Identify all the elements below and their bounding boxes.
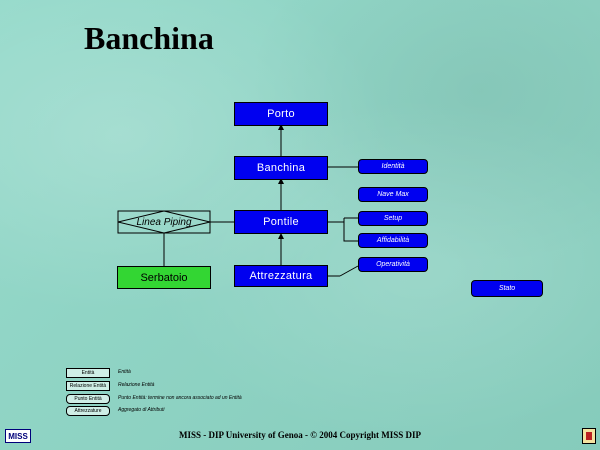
- legend-desc-punto: Punto Entità: termine non ancora associa…: [118, 395, 242, 401]
- page-title: Banchina: [84, 20, 214, 56]
- university-crest-icon: [582, 428, 596, 444]
- attribute-affidabilita: Affidabilità: [358, 233, 428, 248]
- legend-symbol-relazione: Relazione Entità: [66, 381, 110, 391]
- entity-banchina: Banchina: [234, 156, 328, 180]
- legend-desc-relazione: Relazione Entità: [118, 382, 155, 388]
- miss-logo[interactable]: MISS: [5, 429, 31, 443]
- entity-serbatoio: Serbatoio: [117, 266, 211, 289]
- legend-symbol-entita: Entità: [66, 368, 110, 378]
- legend-desc-entita: Entità: [118, 369, 131, 375]
- attribute-nave-max: Nave Max: [358, 187, 428, 202]
- legend-symbol-punto: Punto Entità: [66, 394, 110, 404]
- entity-attrezzatura: Attrezzatura: [234, 265, 328, 287]
- footer-copyright: MISS - DIP University of Genoa - © 2004 …: [179, 430, 421, 440]
- relationship-linea-piping: Linea Piping: [136, 216, 192, 228]
- entity-porto: Porto: [234, 102, 328, 126]
- legend-symbol-attrezzature: Attrezzature: [66, 406, 110, 416]
- legend-desc-attrezzature: Aggregato di Attributi: [118, 407, 165, 413]
- attribute-setup: Setup: [358, 211, 428, 226]
- entity-pontile: Pontile: [234, 210, 328, 234]
- attribute-stato: Stato: [471, 280, 543, 297]
- connector-pontile-attr: [328, 221, 358, 242]
- attribute-operativita: Operatività: [358, 257, 428, 272]
- attribute-identita: Identità: [358, 159, 428, 174]
